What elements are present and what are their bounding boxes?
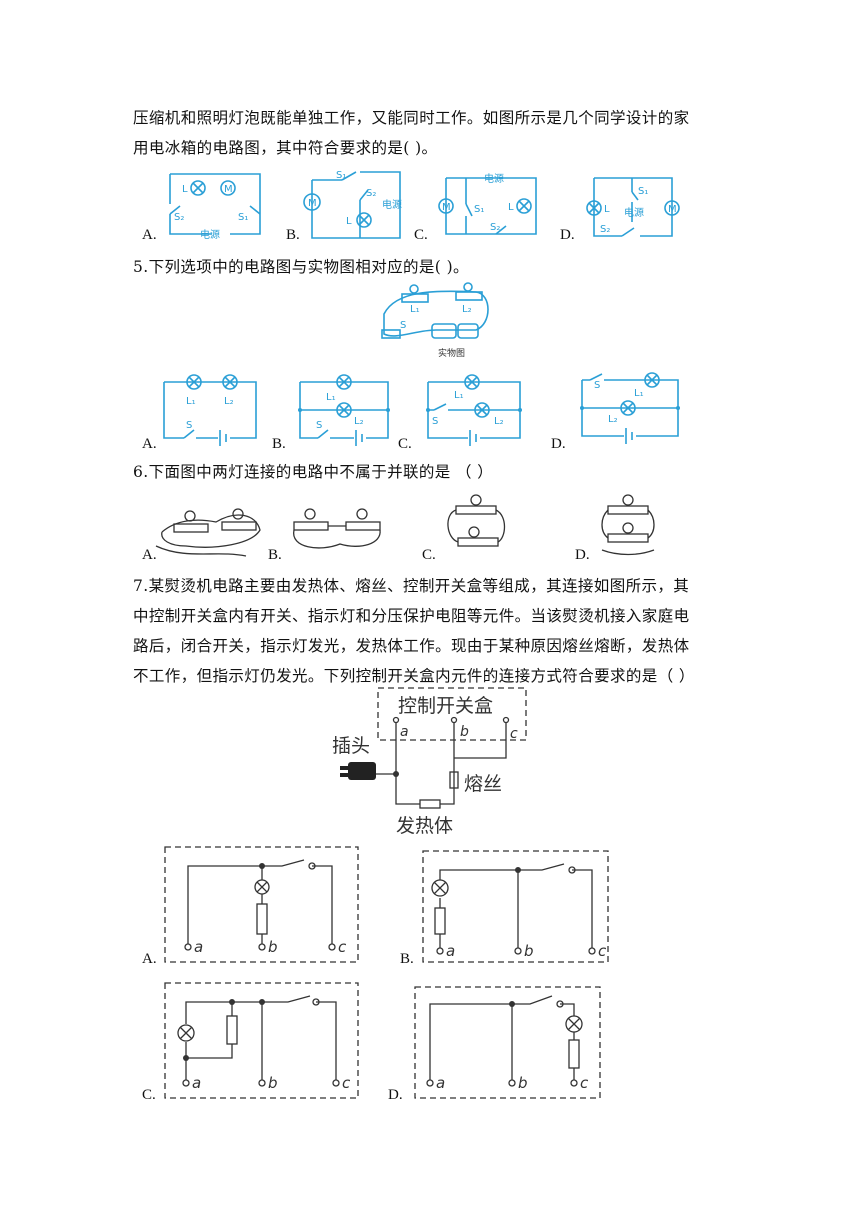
q5-photo-s: S — [400, 320, 406, 331]
q7d-a: a — [436, 1074, 445, 1092]
q4-text-line2: 用电冰箱的电路图，其中符合要求的是( )。 — [133, 139, 438, 157]
q4-circuit-c: M 电源 S₁ L S₂ — [438, 172, 537, 235]
q5-option-d-label: D. — [551, 436, 566, 452]
q4b-s1: S₁ — [336, 170, 346, 181]
q5-option-c-label: C. — [398, 436, 412, 452]
q5-circuit-a: L₁ L₂ S — [163, 374, 257, 446]
q7a-c: c — [338, 938, 347, 956]
q4-circuit-d: M L S₁ 电源 S₂ — [586, 177, 680, 237]
q5c-l1: L₁ — [454, 390, 464, 401]
q6-sketch-d — [601, 494, 655, 556]
q5b-l2: L₂ — [354, 416, 364, 427]
q4c-motor: M — [442, 202, 451, 213]
q7-fuse-label: 熔丝 — [464, 773, 502, 795]
q7c-a: a — [192, 1074, 201, 1092]
q7-text-line1: 7.某熨烫机电路主要由发热体、熔丝、控制开关盒等组成，其连接如图所示，其 — [133, 577, 690, 595]
q5c-s: S — [432, 416, 438, 427]
q7c-b: b — [268, 1074, 278, 1092]
q5b-l1: L₁ — [326, 392, 336, 403]
q7-option-c-label: C. — [142, 1087, 156, 1103]
q7-circuit-c: a b c — [164, 982, 359, 1099]
q5-photo-l1: L₁ — [410, 304, 420, 315]
q7d-b: b — [518, 1074, 528, 1092]
q6-option-c-label: C. — [422, 547, 436, 563]
q7-option-d-label: D. — [388, 1087, 403, 1103]
q4-option-a-label: A. — [142, 227, 157, 243]
q7-heater-label: 发热体 — [396, 815, 453, 837]
q5-option-b-label: B. — [272, 436, 286, 452]
q7-circuit-a: a b c — [164, 846, 359, 963]
q7-circuit-d: a b c — [414, 986, 601, 1099]
q4a-source: 电源 — [200, 228, 220, 241]
q4-text-line1: 压缩机和照明灯泡既能单独工作，又能同时工作。如图所示是几个同学设计的家 — [133, 109, 690, 127]
q4-option-d-label: D. — [560, 227, 575, 243]
q5-photo-l2: L₂ — [462, 304, 472, 315]
q7-text-line2: 中控制开关盒内有开关、指示灯和分压保护电阻等元件。当该熨烫机接入家庭电 — [133, 607, 690, 625]
q5-circuit-d: L₁ L₂ S — [580, 372, 680, 444]
q4b-source: 电源 — [382, 198, 402, 211]
q6-question-text: 6.下面图中两灯连接的电路中不属于并联的是 （ ） — [133, 463, 494, 481]
q7d-c: c — [580, 1074, 589, 1092]
q5a-l2: L₂ — [224, 396, 234, 407]
q4-option-c-label: C. — [414, 227, 428, 243]
q4b-lamp-label: L — [346, 216, 352, 227]
q4a-s2: S₂ — [174, 212, 184, 223]
q5d-l2: L₂ — [608, 414, 618, 425]
q7-main-b: b — [460, 724, 469, 740]
q5-option-a-label: A. — [142, 436, 157, 452]
q5-circuit-b: L₁ L₂ S — [298, 374, 390, 446]
q5a-l1: L₁ — [186, 396, 196, 407]
q7-box-label: 控制开关盒 — [398, 695, 493, 717]
q4d-s2: S₂ — [600, 224, 610, 235]
q6-sketch-b — [293, 508, 381, 549]
q6-sketch-c — [447, 494, 506, 547]
q7-main-diagram: 控制开关盒 a b c 插头 熔丝 发热体 — [332, 687, 527, 837]
q4d-source: 电源 — [624, 206, 644, 219]
q4a-motor: M — [224, 184, 233, 195]
q4b-motor: M — [308, 198, 317, 209]
q4c-s1: S₁ — [474, 204, 484, 215]
q6-option-a-label: A. — [142, 547, 157, 563]
q5-physical-photo: L₁ L₂ S 实物图 — [381, 282, 489, 359]
q4c-source: 电源 — [484, 172, 504, 185]
q4a-lamp-label: L — [182, 184, 188, 195]
q4b-s2: S₂ — [366, 188, 376, 199]
q5b-s: S — [316, 420, 322, 431]
q7c-c: c — [342, 1074, 351, 1092]
q4-option-b-label: B. — [286, 227, 300, 243]
q7b-c: c — [598, 942, 607, 960]
q7-text-line3: 路后，闭合开关，指示灯发光，发热体工作。现由于某种原因熔丝熔断，发热体 — [133, 637, 690, 655]
q7a-b: b — [268, 938, 278, 956]
q7-option-a-label: A. — [142, 951, 157, 967]
q4d-s1: S₁ — [638, 186, 648, 197]
q5c-l2: L₂ — [494, 416, 504, 427]
q7a-a: a — [194, 938, 203, 956]
q6-sketch-a — [155, 508, 261, 557]
q7-plug-label: 插头 — [332, 735, 370, 757]
q4c-lamp-label: L — [508, 202, 514, 213]
q7-main-c: c — [510, 726, 518, 742]
q6-option-d-label: D. — [575, 547, 590, 563]
q4c-s2: S₂ — [490, 222, 500, 233]
q4d-lamp-label: L — [604, 204, 610, 215]
q5-question-text: 5.下列选项中的电路图与实物图相对应的是( )。 — [133, 258, 469, 276]
q5-photo-caption: 实物图 — [438, 347, 465, 359]
q7b-a: a — [446, 942, 455, 960]
q7-circuit-b: a b c — [422, 850, 609, 963]
q5d-l1: L₁ — [634, 388, 644, 399]
q5a-s: S — [186, 420, 192, 431]
q7b-b: b — [524, 942, 534, 960]
q6-option-b-label: B. — [268, 547, 282, 563]
q5-circuit-c: L₁ L₂ S — [426, 374, 522, 446]
q4a-s1: S₁ — [238, 212, 248, 223]
q7-main-a: a — [400, 724, 409, 740]
q4d-motor: M — [668, 204, 677, 215]
q7-option-b-label: B. — [400, 951, 414, 967]
q4-circuit-a: M L S₂ S₁ 电源 — [169, 173, 261, 241]
q7-text-line4: 不工作，但指示灯仍发光。下列控制开关盒内元件的连接方式符合要求的是（ ） — [133, 667, 695, 685]
q5d-s: S — [594, 380, 600, 391]
q4-circuit-b: M S₁ S₂ L 电源 — [303, 170, 402, 239]
